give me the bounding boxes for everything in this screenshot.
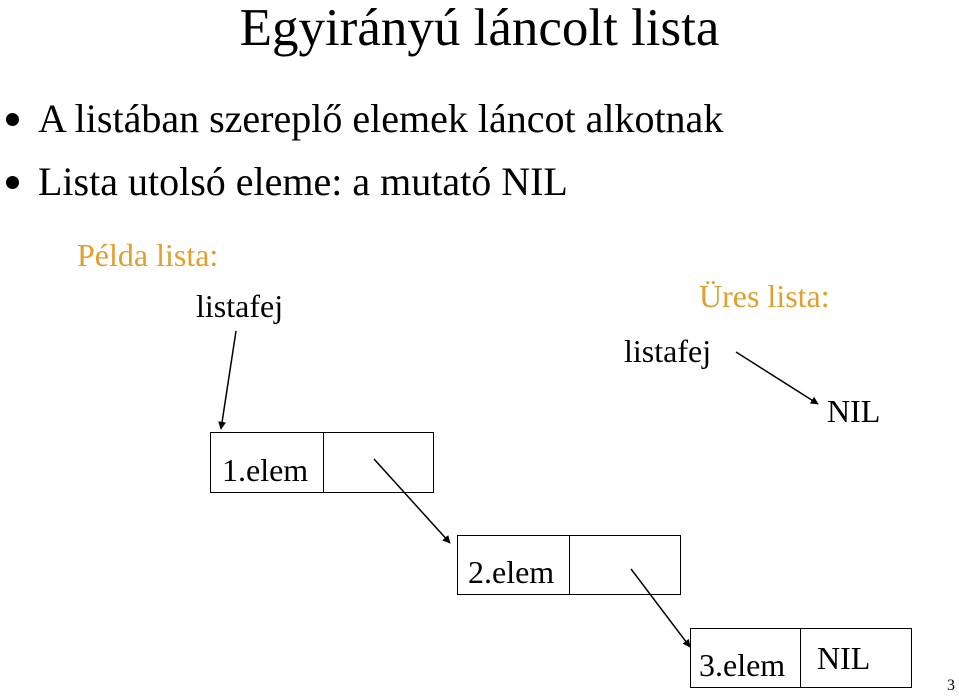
node-2-pointer-cell (569, 535, 681, 595)
empty-nil-label: NIL (827, 393, 881, 429)
node-3-pointer-cell (800, 628, 912, 688)
node-1-to-node-2-arrow (373, 458, 451, 544)
bullet-dot-icon (6, 176, 19, 189)
node-2-data-cell (457, 535, 571, 595)
head-to-node-1-arrow (218, 330, 237, 430)
example-list-label: Példa lista: (77, 237, 219, 273)
bullet-text-2: Lista utolsó eleme: a mutató NIL (38, 159, 568, 204)
node-2-label: 2.elem (468, 554, 555, 590)
node-1-data-cell (210, 432, 325, 493)
node-3-pointer-text: NIL (817, 640, 871, 676)
empty-head-to-nil-arrow (735, 351, 819, 405)
node-1-label: 1.elem (222, 452, 309, 488)
empty-head-label: listafej (624, 333, 712, 369)
bullet-dot-icon (6, 113, 19, 126)
empty-list-label: Üres lista: (699, 278, 830, 314)
node-3-data-cell (690, 628, 802, 688)
node-2-to-node-3-arrow (630, 568, 691, 648)
node-1-pointer-cell (323, 432, 434, 493)
node-3-label: 3.elem (699, 647, 786, 683)
slide-title: Egyirányú láncolt lista (239, 0, 720, 57)
page-number: 3 (947, 677, 955, 694)
example-head-label: listafej (196, 288, 284, 324)
bullet-text-1: A listában szereplő elemek láncot alkotn… (38, 96, 724, 141)
